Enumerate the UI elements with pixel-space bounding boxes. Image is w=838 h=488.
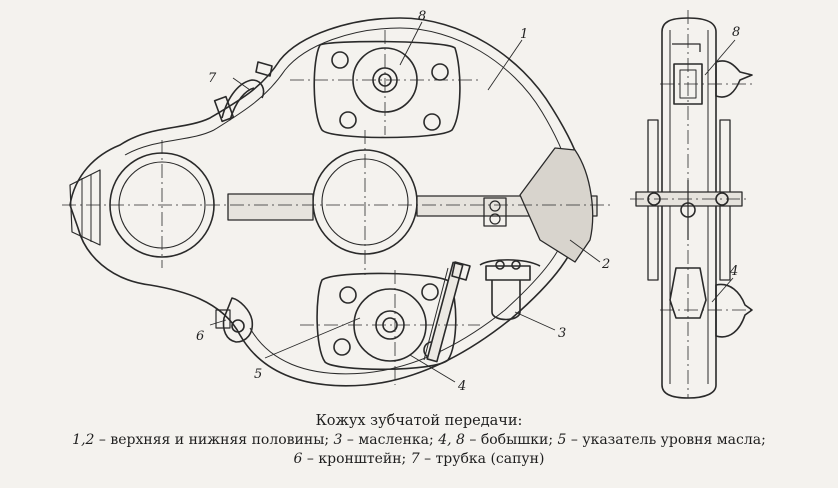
- caption-num: 3: [333, 432, 343, 448]
- label-5: 5: [254, 367, 262, 382]
- gear-casing-drawing: 1 2 3 4 5 6 7 8 8 4: [62, 9, 753, 399]
- label-4: 4: [457, 379, 466, 394]
- caption-text: – верхняя и нижняя половины;: [94, 432, 334, 448]
- caption-text: – трубка (сапун): [419, 451, 545, 467]
- caption-text: – масленка;: [342, 432, 439, 448]
- label-8-side: 8: [732, 25, 740, 40]
- side-view: [630, 10, 753, 399]
- label-2: 2: [601, 257, 610, 272]
- split-rib: [227, 193, 314, 221]
- joint-clamp: [483, 197, 507, 227]
- lower-half-wedge: [519, 147, 594, 263]
- label-8: 8: [418, 9, 426, 24]
- breather-tube: [213, 61, 273, 123]
- caption-num: 1,2: [72, 432, 95, 448]
- casing-inner-wall: [124, 27, 574, 375]
- caption-num: 6: [293, 451, 303, 467]
- front-view: [62, 17, 612, 387]
- bottom-boss-plate: [316, 272, 457, 371]
- oil-level-indicator: [423, 261, 471, 363]
- top-boss-plate: [313, 40, 461, 139]
- caption-line-2: 6 – кронштейн; 7 – трубка (сапун): [0, 450, 838, 468]
- caption-num: 5: [557, 432, 567, 448]
- caption-text: – кронштейн;: [302, 451, 411, 467]
- bracket: [215, 297, 254, 343]
- label-3: 3: [558, 326, 566, 341]
- label-6: 6: [196, 329, 204, 344]
- part-labels: 1 2 3 4 5 6 7 8 8 4: [196, 9, 740, 394]
- left-flange: [69, 169, 101, 246]
- caption-text: – бобышки;: [464, 432, 558, 448]
- label-4-side: 4: [729, 264, 738, 279]
- caption-text: – указатель уровня масла;: [566, 432, 766, 448]
- caption-num: 4, 8: [438, 432, 465, 448]
- label-1: 1: [520, 27, 528, 42]
- casing-outline: [69, 17, 587, 387]
- label-7: 7: [208, 71, 217, 86]
- caption-title: Кожух зубчатой передачи:: [315, 413, 523, 429]
- caption-line-1: 1,2 – верхняя и нижняя половины; 3 – мас…: [0, 431, 838, 449]
- caption-num: 7: [410, 451, 420, 467]
- side-casing-outline: [661, 17, 717, 399]
- oiler: [479, 259, 541, 321]
